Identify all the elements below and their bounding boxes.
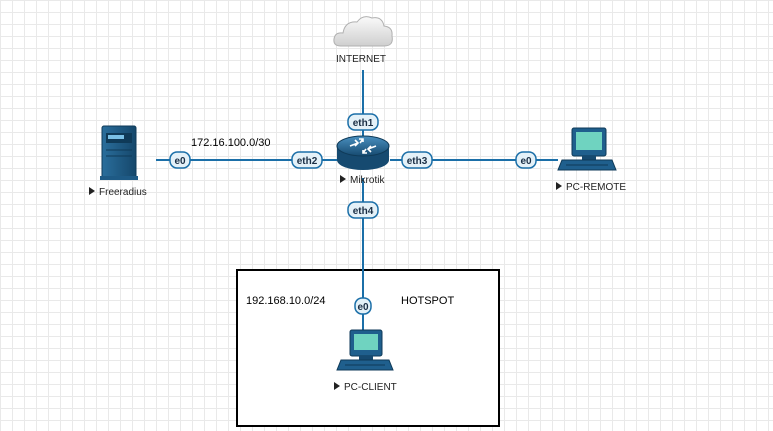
mikrotik-expand-icon[interactable] [340,175,346,183]
port-freeradius-e0[interactable]: e0 [169,151,191,169]
port-eth3-label: eth3 [407,156,428,167]
hotspot-subnet-label: 192.168.10.0/24 [246,295,326,307]
port-eth1-label: eth1 [353,118,374,129]
pc-remote-label: PC-REMOTE [566,182,626,193]
port-eth2-label: eth2 [297,156,318,167]
port-pc-remote-e0[interactable]: e0 [515,151,537,169]
internet-label: INTERNET [336,54,386,65]
server-icon [100,125,138,180]
hotspot-name-label: HOTSPOT [401,295,454,307]
pc-remote-expand-icon[interactable] [556,182,562,190]
port-eth2[interactable]: eth2 [291,151,323,169]
freeradius-expand-icon[interactable] [89,187,95,195]
pc-client-node[interactable] [336,329,394,371]
radius-subnet-label: 172.16.100.0/30 [191,137,271,149]
port-eth3[interactable]: eth3 [401,151,433,169]
port-eth4[interactable]: eth4 [347,201,379,219]
port-pc-client-e0[interactable]: e0 [354,297,372,315]
mikrotik-label: Mikrotik [350,175,385,186]
pc-icon [336,329,394,371]
freeradius-label: Freeradius [99,187,147,198]
mikrotik-node[interactable] [336,135,390,170]
cloud-icon [333,16,393,47]
port-pc-client-e0-label: e0 [357,302,369,313]
internet-node[interactable] [333,16,393,47]
pc-remote-node[interactable] [557,127,617,171]
port-eth1[interactable]: eth1 [347,113,379,131]
pc-client-expand-icon[interactable] [334,382,340,390]
pc-icon [557,127,617,171]
router-icon [336,135,390,170]
port-pc-remote-e0-label: e0 [520,156,532,167]
pc-client-label: PC-CLIENT [344,382,397,393]
freeradius-node[interactable] [100,125,138,180]
port-freeradius-e0-label: e0 [174,156,186,167]
port-eth4-label: eth4 [353,206,374,217]
